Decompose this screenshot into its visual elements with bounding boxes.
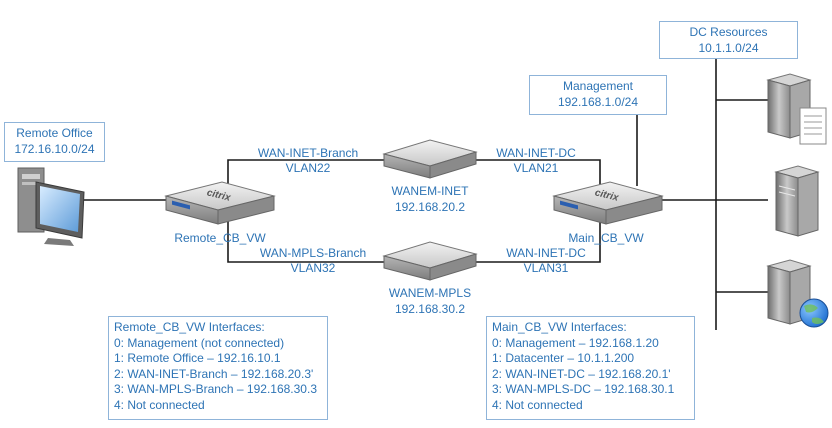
vlan-label-31: VLAN31 xyxy=(523,261,569,275)
dc-resources-subnet: 10.1.1.0/24 xyxy=(698,40,759,55)
main-interfaces-title: Main_CB_VW Interfaces: xyxy=(492,320,627,334)
remote-office-subnet: 172.16.10.0/24 xyxy=(14,141,95,156)
main-interface-item: 2: WAN-INET-DC – 192.168.20.1' xyxy=(492,366,671,381)
device-ip-wanem-mpls: 192.168.30.2 xyxy=(394,302,466,316)
device-label-wanem-mpls: WANEM-MPLS xyxy=(388,286,472,300)
link-inet-branch xyxy=(227,159,388,186)
link-mpls-dc xyxy=(474,222,601,263)
link-mpls-branch xyxy=(227,220,388,263)
vlan-label-22: VLAN22 xyxy=(285,161,331,175)
rack-appliance-icon: citrix xyxy=(164,181,276,225)
vlan-label-21: VLAN21 xyxy=(513,161,559,175)
main-interface-item: 3: WAN-MPLS-DC – 192.168.30.1 xyxy=(492,382,675,396)
device-ip-wanem-inet: 192.168.20.2 xyxy=(394,200,466,214)
file-server-icon xyxy=(766,73,827,145)
rack-appliance-icon xyxy=(382,139,478,179)
link-inet-dc xyxy=(474,159,601,186)
dc-resources-title: DC Resources xyxy=(689,25,768,39)
device-label-wanem-inet: WANEM-INET xyxy=(391,184,469,198)
main-interface-item: 4: Not connected xyxy=(492,397,583,412)
management-box: Management 192.168.1.0/24 xyxy=(529,75,667,115)
rack-appliance-icon xyxy=(382,241,478,281)
remote-office-box: Remote Office 172.16.10.0/24 xyxy=(4,122,105,162)
remote-interfaces-box: Remote_CB_VW Interfaces: 0: Management (… xyxy=(108,316,328,420)
remote-interface-item: 2: WAN-INET-Branch – 192.168.20.3' xyxy=(114,366,314,381)
device-label-main-cb: Main_CB_VW xyxy=(568,231,644,245)
link-label-mpls-branch: WAN-MPLS-Branch xyxy=(259,246,367,260)
main-interfaces-box: Main_CB_VW Interfaces: 0: Management – 1… xyxy=(486,316,695,420)
device-label-remote-cb: Remote_CB_VW xyxy=(174,231,266,245)
server-tower-icon xyxy=(774,165,820,237)
remote-interface-item: 4: Not connected xyxy=(114,397,205,412)
management-subnet: 192.168.1.0/24 xyxy=(557,94,639,109)
main-interface-item: 1: Datacenter – 10.1.1.200 xyxy=(492,351,635,365)
main-interface-item: 0: Management – 192.168.1.20 xyxy=(492,335,659,350)
link-label-mpls-dc: WAN-INET-DC xyxy=(506,246,586,260)
dc-resources-box: DC Resources 10.1.1.0/24 xyxy=(659,21,798,59)
remote-office-title: Remote Office xyxy=(16,126,93,140)
management-title: Management xyxy=(562,79,634,93)
desktop-computer-icon xyxy=(17,167,85,246)
remote-interface-item: 1: Remote Office – 192.16.10.1 xyxy=(114,351,281,365)
web-server-globe-icon xyxy=(766,259,829,328)
link-label-inet-branch: WAN-INET-Branch xyxy=(257,146,359,160)
link-label-inet-dc: WAN-INET-DC xyxy=(496,146,576,160)
remote-interface-item: 0: Management (not connected) xyxy=(114,335,285,350)
rack-appliance-icon: citrix xyxy=(552,181,664,225)
connection-lines xyxy=(84,58,768,330)
vlan-label-32: VLAN32 xyxy=(290,261,336,275)
remote-interfaces-title: Remote_CB_VW Interfaces: xyxy=(114,320,265,334)
remote-interface-item: 3: WAN-MPLS-Branch – 192.168.30.3 xyxy=(114,382,317,396)
